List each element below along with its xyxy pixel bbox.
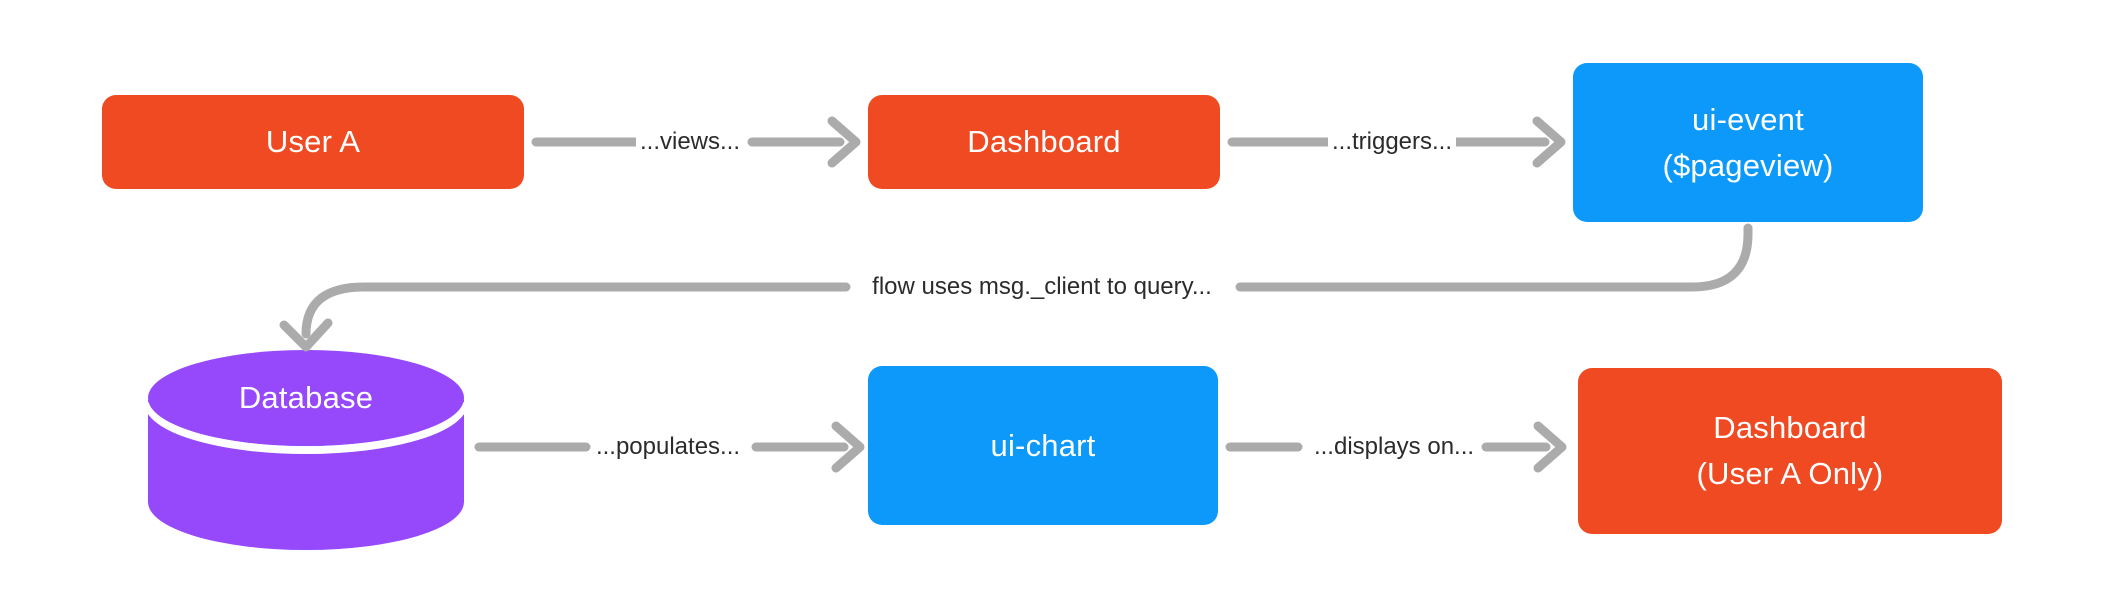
node-ui-event: ui-event ($pageview) xyxy=(1573,63,1923,222)
arrow-dashboard-to-ui-event xyxy=(1227,116,1566,168)
arrow-ui-chart-to-dashboard-user-a xyxy=(1225,421,1567,473)
arrowhead-icon xyxy=(279,318,333,352)
edge-label-triggers: ...triggers... xyxy=(1327,128,1457,156)
node-user-a-label: User A xyxy=(265,124,361,159)
node-ui-chart-label: ui-chart xyxy=(990,427,1096,463)
arrow-ui-event-to-database xyxy=(279,223,1753,352)
node-ui-event-label-line2: ($pageview) xyxy=(1662,147,1834,183)
node-ui-event-label-line1: ui-event xyxy=(1692,101,1804,137)
node-dashboard: Dashboard xyxy=(868,95,1220,189)
node-database-label: Database xyxy=(148,372,464,424)
arrows-group xyxy=(279,116,1753,473)
arrow-database-to-ui-chart xyxy=(474,421,865,473)
arrowhead-icon xyxy=(1533,421,1567,473)
node-ui-chart: ui-chart xyxy=(868,366,1218,525)
database-label-text: Database xyxy=(238,380,374,415)
database-cylinder-top xyxy=(148,350,464,446)
edge-label-displays-on: ...displays on... xyxy=(1309,433,1479,461)
node-dashboard-user-a-label-line2: (User A Only) xyxy=(1696,456,1884,491)
node-user-a: User A xyxy=(102,95,524,189)
edge-label-populates: ...populates... xyxy=(591,433,745,461)
node-dashboard-user-a-label-line1: Dashboard xyxy=(1713,410,1867,445)
edge-label-query: flow uses msg._client to query... xyxy=(868,273,1216,301)
database-cylinder-shape xyxy=(144,350,468,550)
node-dashboard-user-a-only: Dashboard (User A Only) xyxy=(1578,368,2002,534)
arrowhead-icon xyxy=(831,421,865,473)
edge-label-views: ...views... xyxy=(635,128,745,156)
node-dashboard-label: Dashboard xyxy=(967,124,1121,159)
arrowhead-icon xyxy=(827,116,861,168)
arrow-user-a-to-dashboard xyxy=(531,116,861,168)
arrowhead-icon xyxy=(1532,116,1566,168)
database-cylinder-seam xyxy=(144,401,468,454)
